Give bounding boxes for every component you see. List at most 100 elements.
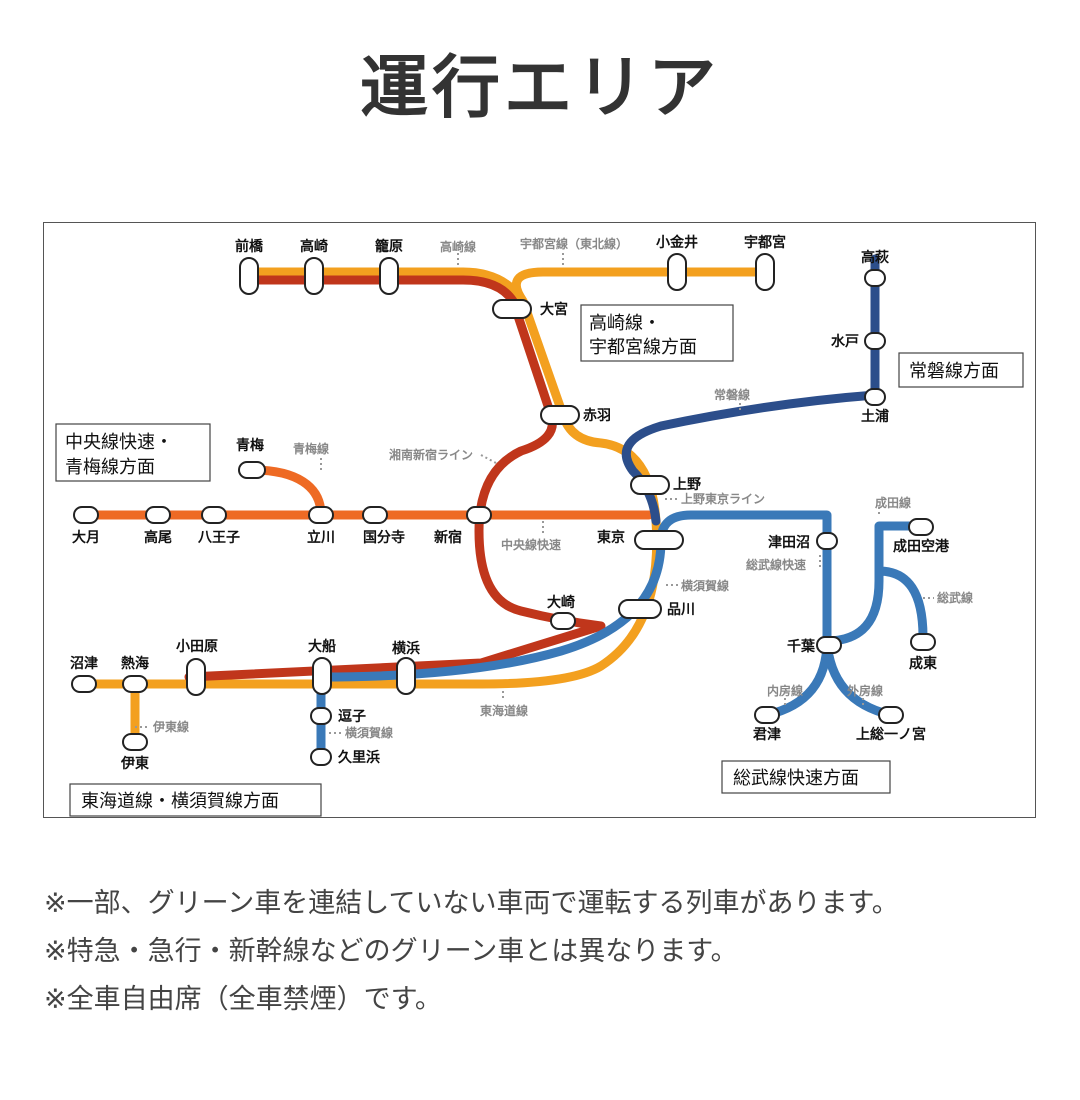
label-omiya: 大宮 [540, 301, 568, 318]
line-label-shonan-shinjuku: 湘南新宿ライン [389, 447, 473, 462]
station-atami [122, 675, 148, 693]
station-takahagi [864, 269, 886, 287]
line-label-ito: 伊東線 [152, 719, 189, 734]
station-akabane [540, 405, 580, 425]
label-kagohara: 籠原 [375, 238, 403, 255]
label-tokyo: 東京 [597, 529, 625, 546]
direction-text-takasaki-1: 高崎線・ [589, 313, 661, 334]
direction-text-chuo-1: 中央線快速・ [65, 432, 173, 453]
station-omiya [492, 299, 532, 319]
label-otsuki: 大月 [72, 529, 100, 546]
line-label-sobu: 総武線 [937, 590, 973, 605]
line-label-yokosuka-branch: 横須賀線 [345, 725, 393, 740]
label-kazusa-ichinomiya: 上総一ノ宮 [856, 726, 926, 743]
direction-text-tokaido-yokosuka: 東海道線・横須賀線方面 [81, 791, 279, 812]
label-kurihama: 久里浜 [337, 749, 380, 766]
label-shinjuku: 新宿 [434, 529, 462, 546]
label-narita-airport: 成田空港 [893, 538, 950, 555]
station-otsuki [73, 506, 99, 524]
station-kimitsu [754, 706, 780, 724]
label-kokubunji: 国分寺 [363, 530, 405, 546]
direction-text-joban: 常磐線方面 [909, 361, 999, 382]
label-atami: 熱海 [121, 655, 149, 672]
label-hachioji: 八王子 [197, 530, 240, 546]
line-label-yokosuka: 横須賀線 [681, 578, 729, 593]
label-takahagi: 高萩 [861, 249, 889, 266]
station-ito [122, 733, 148, 751]
station-narito [910, 633, 936, 651]
line-label-utsunomiya: 宇都宮線（東北線） [520, 236, 628, 251]
label-akabane: 赤羽 [583, 408, 611, 424]
station-osaki [550, 612, 576, 630]
direction-box-tokaido-yokosuka [69, 783, 322, 817]
label-ofuna: 大船 [308, 638, 336, 655]
direction-text-sobu-rapid: 総武線快速方面 [733, 768, 859, 789]
station-kazusa-ichinomiya [878, 706, 904, 724]
route-map-svg: 前橋 高崎 籠原 小金井 宇都宮 大宮 赤羽 高萩 水戸 土浦 青梅 上野 大月… [55, 234, 1024, 817]
station-yokohama [396, 657, 416, 695]
label-shinagawa: 品川 [667, 602, 695, 618]
station-maebashi [239, 257, 259, 295]
station-tokyo [634, 530, 684, 550]
label-ueno: 上野 [673, 477, 701, 493]
label-tachikawa: 立川 [307, 529, 335, 546]
line-label-narita: 成田線 [875, 495, 911, 510]
label-ome: 青梅 [236, 437, 264, 454]
direction-box-chuo [55, 423, 211, 482]
station-numazu [71, 675, 97, 693]
station-chiba [816, 636, 842, 654]
station-koganei [667, 253, 687, 291]
note-1: ※一部、グリーン車を連結していない車両で運転する列車があります。 [44, 888, 899, 919]
line-label-takasaki: 高崎線 [440, 239, 476, 254]
station-ueno [630, 475, 670, 495]
label-takao: 高尾 [144, 529, 172, 546]
line-label-ueno-tokyo: 上野東京ライン [681, 491, 765, 506]
station-tachikawa [308, 506, 334, 524]
station-odawara [186, 658, 206, 696]
label-narito: 成東 [909, 655, 937, 672]
station-shinjuku [466, 506, 492, 524]
label-yokohama: 横浜 [392, 640, 420, 657]
label-zushi: 逗子 [338, 709, 366, 725]
station-tsuchiura [864, 388, 886, 406]
label-odawara: 小田原 [176, 639, 218, 655]
station-narita-airport [908, 518, 934, 536]
station-tsudanuma [816, 532, 838, 550]
station-takao [145, 506, 171, 524]
line-label-uchibo: 内房線 [767, 683, 803, 698]
notes: ※一部、グリーン車を連結していない車両で運転する列車があります。 ※特急・急行・… [44, 880, 1044, 1024]
label-utsunomiya: 宇都宮 [744, 234, 786, 251]
label-maebashi: 前橋 [235, 238, 264, 255]
label-kimitsu: 君津 [752, 726, 781, 743]
label-tsudanuma: 津田沼 [768, 534, 810, 551]
station-zushi [310, 707, 332, 725]
line-label-tokaido: 東海道線 [480, 703, 528, 718]
station-kurihama [310, 748, 332, 766]
label-numazu: 沼津 [70, 655, 98, 672]
station-mito [864, 332, 886, 350]
note-2: ※特急・急行・新幹線などのグリーン車とは異なります。 [44, 936, 738, 967]
direction-box-joban [898, 352, 1024, 388]
note-3: ※全車自由席（全車禁煙）です。 [44, 984, 442, 1015]
station-utsunomiya [755, 253, 775, 291]
label-osaki: 大崎 [547, 594, 575, 611]
direction-text-takasaki-2: 宇都宮線方面 [589, 337, 697, 358]
station-takasaki [304, 257, 324, 295]
station-ome [238, 461, 266, 479]
station-kagohara [379, 257, 399, 295]
station-hachioji [201, 506, 227, 524]
line-label-chuo-rapid: 中央線快速 [501, 537, 561, 552]
line-label-ome: 青梅線 [293, 441, 329, 456]
label-tsuchiura: 土浦 [861, 408, 889, 425]
route-map: 前橋 高崎 籠原 小金井 宇都宮 大宮 赤羽 高萩 水戸 土浦 青梅 上野 大月… [43, 222, 1036, 818]
label-ito: 伊東 [120, 755, 149, 772]
direction-box-takasaki-utsunomiya [580, 304, 734, 362]
line-label-joban: 常磐線 [714, 387, 750, 402]
label-takasaki: 高崎 [300, 238, 328, 255]
line-label-sobu-rapid: 総武線快速 [746, 557, 806, 572]
page-title: 運行エリア [359, 49, 720, 128]
direction-box-sobu-rapid [721, 760, 891, 794]
direction-text-chuo-2: 青梅線方面 [65, 457, 155, 478]
label-chiba: 千葉 [787, 638, 816, 655]
label-koganei: 小金井 [656, 234, 698, 251]
